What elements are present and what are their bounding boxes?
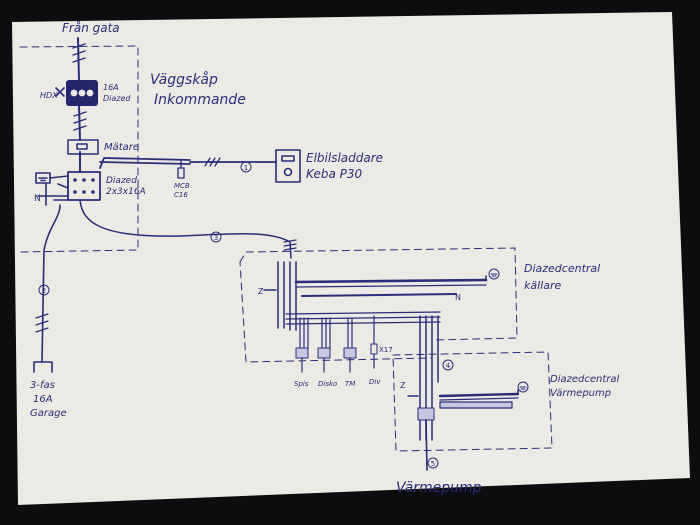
paper-sheet [12, 12, 690, 505]
label-ev-charger: Elbilsladdare [306, 151, 383, 165]
circle-marker-3: 3 [210, 231, 222, 243]
hp-busbars [407, 381, 529, 471]
circle-number-4: 4 [446, 362, 451, 370]
circle-number-1: 1 [244, 164, 248, 172]
label-diazed: Diazed [106, 176, 137, 186]
label-cellar: källare [524, 279, 561, 292]
label-mcb: MCB [174, 182, 190, 190]
label-group-div: Div [369, 378, 381, 386]
label-diazed-size: 2x3x16A [106, 187, 146, 197]
label-cellar-central: Diazedcentral [524, 262, 600, 275]
mcb-box [177, 159, 185, 179]
label-hp-central-name: Värmepump [550, 388, 611, 399]
label-garage-phase: 3-fas [30, 380, 55, 391]
label-n-cellar: N [455, 293, 461, 302]
label-z-cellar: Z [258, 287, 264, 296]
meter-box [67, 139, 99, 155]
circle-marker-1: 1 [240, 161, 252, 173]
label-group-spis: Spis [294, 380, 309, 388]
circle-number-3: 3 [214, 234, 218, 242]
circle-marker-4: 4 [442, 359, 454, 371]
dashed-boundaries [19, 45, 553, 452]
label-wall-cabinet: Väggskåp [150, 71, 218, 88]
group-drops [295, 315, 378, 373]
label-garage-amp: 16A [33, 394, 53, 405]
circle-number-5: 5 [431, 460, 435, 468]
panel-bars [35, 172, 69, 206]
label-fuse-16a: 16A [103, 83, 119, 92]
garage-line [33, 204, 61, 373]
label-c16: C16 [174, 191, 188, 199]
circle-number-2: 2 [42, 287, 46, 295]
label-z-hp: Z [400, 381, 406, 390]
label-x17: X17 [379, 346, 393, 354]
diazed-panel [67, 171, 101, 201]
circle-marker-2: 2 [38, 284, 50, 296]
ev-line [99, 157, 277, 169]
label-from-street: Från gata [62, 21, 120, 35]
incoming-line [72, 37, 87, 173]
hp-feed [419, 315, 439, 383]
label-group-disko: Disko [318, 380, 337, 388]
cellar-busbars [263, 261, 500, 331]
label-incoming: Inkommande [154, 92, 246, 108]
label-hdx: HDX [40, 91, 58, 100]
label-n-main: N [34, 194, 41, 204]
cellar-line [79, 199, 297, 259]
label-meter: Mätare [104, 142, 139, 153]
ev-charger-box [275, 149, 301, 183]
circle-marker-5: 5 [427, 457, 439, 469]
labels: Från gata Väggskåp Inkommande HDX 16A Di… [30, 21, 620, 496]
main-fuse-box [55, 80, 98, 106]
label-heat-pump: Värmepump [396, 480, 482, 496]
label-garage: Garage [30, 408, 67, 419]
label-fuse-diazed: Diazed [103, 94, 131, 103]
label-ev-model: Keba P30 [306, 167, 362, 181]
label-hp-central: Diazedcentral [550, 374, 620, 385]
label-group-tm: TM [345, 380, 355, 388]
